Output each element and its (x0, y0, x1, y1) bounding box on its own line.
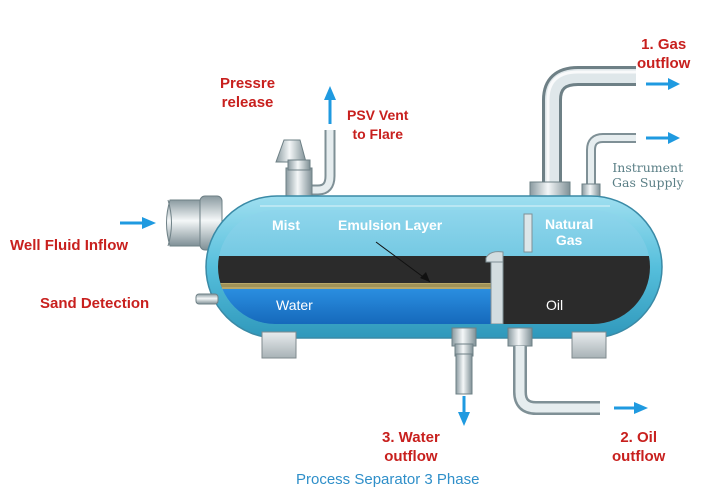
oil-outflow-label-line2: outflow (612, 448, 666, 465)
gas-outflow-label-line2: outflow (637, 55, 691, 72)
pressure-release-label: Pressre release (220, 74, 275, 112)
left-support-foot (261, 331, 297, 359)
oil-outflow-label: 2. Oil outflow (612, 428, 665, 466)
zone-natural-gas-label-line1: Natural (545, 216, 594, 232)
sand-detection-label: Sand Detection (40, 295, 150, 312)
oil-outflow-pipe (507, 327, 600, 415)
psv-vent-pipe (275, 130, 336, 207)
pressure-release-label-line2: release (221, 94, 274, 111)
instrument-gas-arrow (646, 132, 680, 144)
pressure-release-label-line1: Pressre (220, 75, 276, 92)
water-outflow-pipe (451, 327, 477, 395)
gas-outflow-label-line1: 1. Gas (641, 36, 687, 53)
water-outflow-label: 3. Water outflow (382, 428, 440, 466)
psv-vent-label-line1: PSV Vent (347, 107, 409, 123)
instrument-gas-label-line1: Instrument (612, 160, 684, 175)
oil-outflow-arrow (614, 402, 648, 414)
zone-water-label: Water (276, 297, 313, 313)
water-outflow-label-line2: outflow (384, 448, 438, 465)
zone-natural-gas-label-line2: Gas (555, 232, 583, 248)
sand-detection-nozzle (195, 293, 219, 305)
zone-mist-label: Mist (272, 217, 300, 233)
right-support-foot (571, 331, 607, 359)
water-outflow-label-line1: 3. Water (382, 429, 440, 446)
diagram-caption: Process Separator 3 Phase (296, 471, 480, 488)
psv-vent-label: PSV Vent to Flare (347, 106, 408, 144)
well-fluid-inflow-label: Well Fluid Inflow (10, 237, 129, 254)
psv-vent-label-line2: to Flare (352, 126, 404, 142)
separator-vessel (205, 195, 663, 339)
instrument-gas-label-line2: Gas Supply (612, 175, 684, 190)
oil-outflow-label-line1: 2. Oil (620, 429, 657, 446)
zone-emulsion-layer-label: Emulsion Layer (338, 217, 443, 233)
zone-natural-gas-label: Natural Gas (545, 216, 593, 248)
gas-outflow-label: 1. Gas outflow (637, 35, 690, 73)
well-fluid-inflow-arrow (120, 217, 156, 229)
psv-vent-arrow (324, 86, 336, 124)
zone-oil-label: Oil (546, 297, 564, 313)
gas-outflow-arrow (646, 78, 680, 90)
water-outflow-arrow (458, 396, 470, 426)
instrument-gas-label: Instrument Gas Supply (612, 160, 684, 190)
